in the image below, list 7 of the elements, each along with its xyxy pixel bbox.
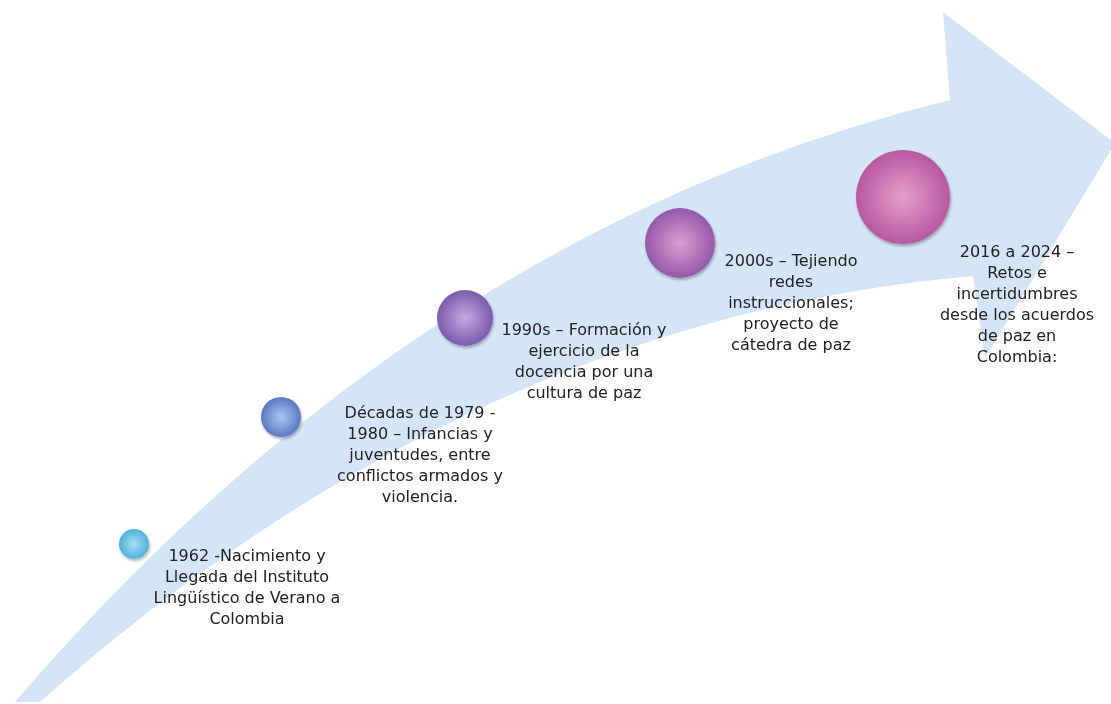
milestone-text: 2000s – Tejiendo redes instruccionales; proyecto de cátedra de paz	[723, 250, 859, 355]
milestone-text: Décadas de 1979 - 1980 – Infancias y juventudes, entre conflictos armados y violencia.	[336, 402, 504, 507]
milestone-text: 2016 a 2024 – Retos e incertidumbres desde los acuerdos de paz en Colombia:	[938, 241, 1096, 367]
timeline-dot	[261, 397, 301, 437]
milestone-text: 1962 -Nacimiento y Llegada del Instituto Lingüístico de Verano a Colombia	[152, 545, 342, 629]
milestone-text: 1990s – Formación y ejercicio de la docencia por una cultura de paz	[500, 319, 668, 403]
timeline-dot	[119, 529, 149, 559]
